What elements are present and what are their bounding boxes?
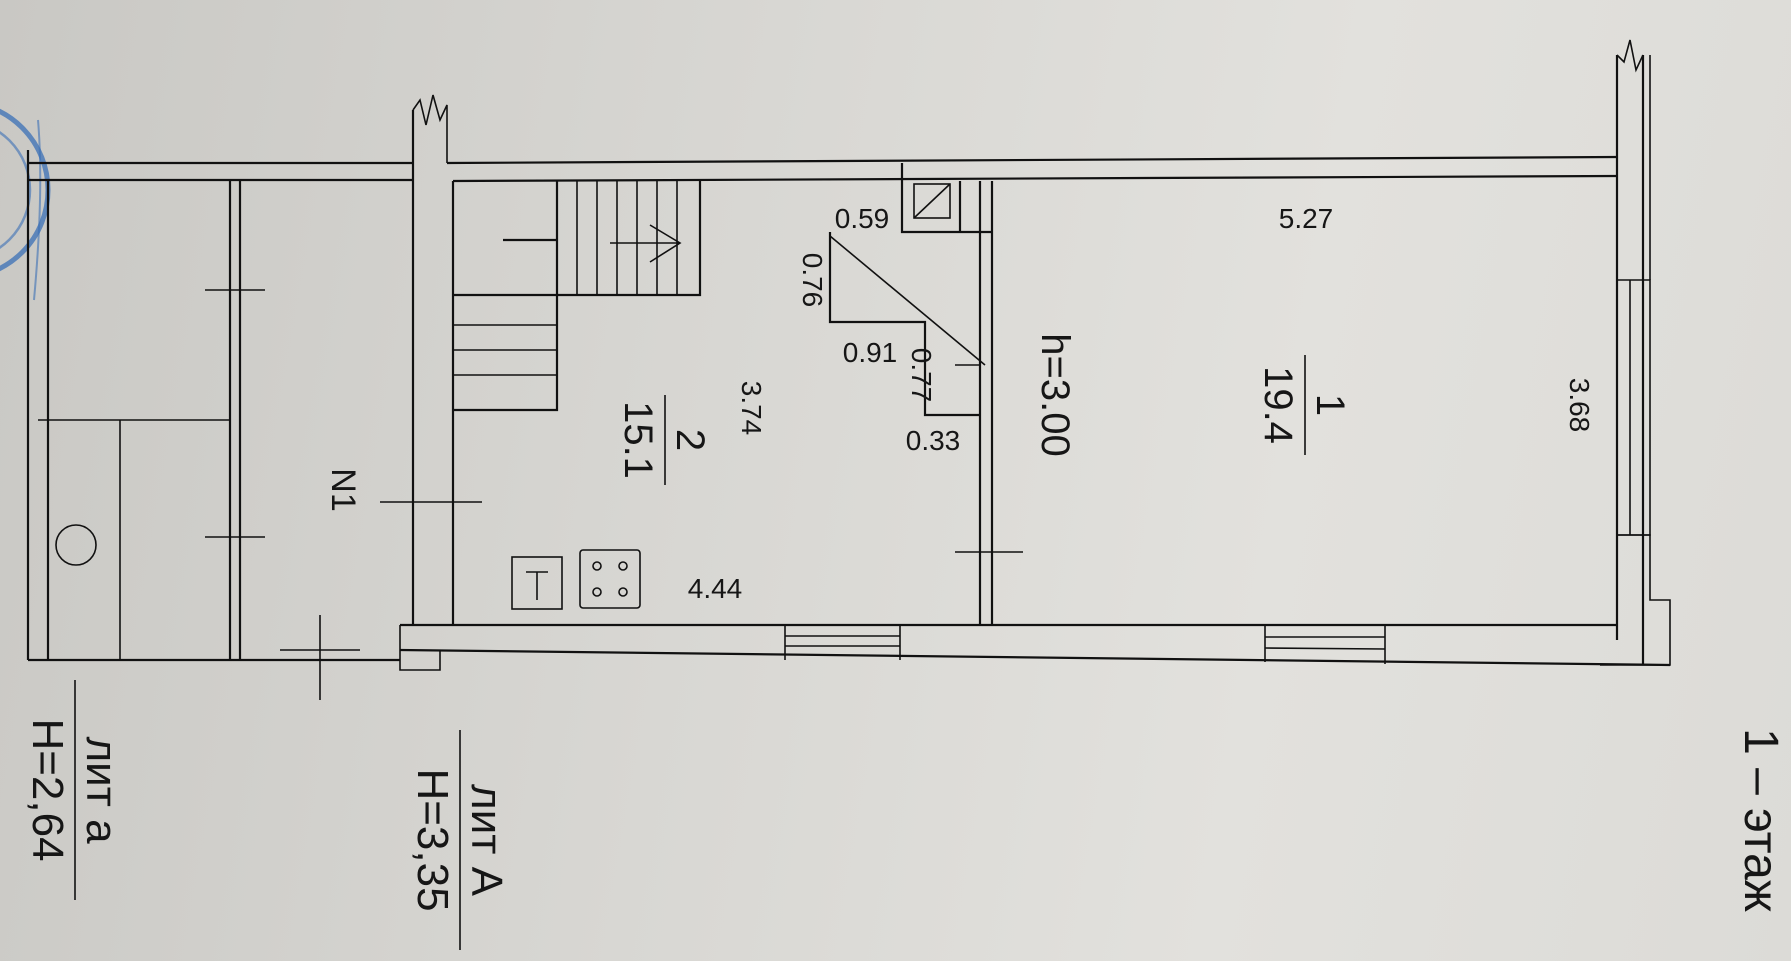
room-1-number: 1 — [1308, 394, 1352, 416]
liter-main-label: лит A H=3,35 — [408, 730, 511, 950]
kitchen-equipment — [511, 549, 641, 610]
room-2-width-dim: 3.74 — [736, 381, 767, 436]
room-1-length-dim: 5.27 — [1279, 203, 1334, 234]
closet-dim-b: 0.76 — [797, 253, 828, 308]
floor-label: 1 – этаж — [1734, 728, 1787, 912]
room-1-area: 19.4 — [1256, 366, 1300, 444]
ceiling-height-label: h=3.00 — [1033, 333, 1077, 456]
liter-annex-name: лит а — [77, 736, 126, 844]
liter-annex-label: лит а H=2,64 — [23, 680, 126, 900]
room-2-area: 15.1 — [616, 401, 660, 479]
staircase — [453, 181, 702, 412]
main-building-walls — [399, 39, 1671, 671]
interior-partitions — [828, 163, 994, 625]
room-2-length-dim: 4.44 — [688, 573, 743, 604]
entrance-label: N1 — [324, 468, 362, 511]
closet-dim-a: 0.59 — [835, 203, 890, 234]
liter-annex-height: H=2,64 — [23, 718, 72, 861]
annex-walls — [26, 150, 413, 700]
liter-main-height: H=3,35 — [408, 768, 457, 911]
room-1-label: 1 19.4 — [1256, 355, 1352, 455]
closet-dim-d: 0.77 — [906, 348, 937, 403]
closet-dim-c: 0.91 — [843, 337, 898, 368]
blue-stamp — [0, 108, 51, 301]
room-2-number: 2 — [668, 429, 712, 451]
liter-main-name: лит A — [462, 784, 511, 897]
closet-dim-e: 0.33 — [906, 425, 961, 456]
room-2-label: 2 15.1 — [616, 395, 712, 485]
room-1-width-dim: 3.68 — [1564, 378, 1595, 433]
door-marks — [380, 501, 1023, 553]
